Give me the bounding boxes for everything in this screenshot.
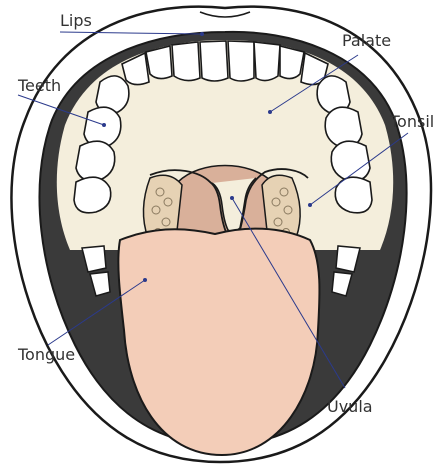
label-teeth: Teeth xyxy=(17,76,61,95)
label-uvula: Uvula xyxy=(327,397,373,416)
label-lips: Lips xyxy=(60,11,92,30)
label-palate: Palate xyxy=(342,31,391,50)
label-tongue: Tongue xyxy=(17,345,75,364)
label-tonsil: Tonsil xyxy=(389,112,434,131)
